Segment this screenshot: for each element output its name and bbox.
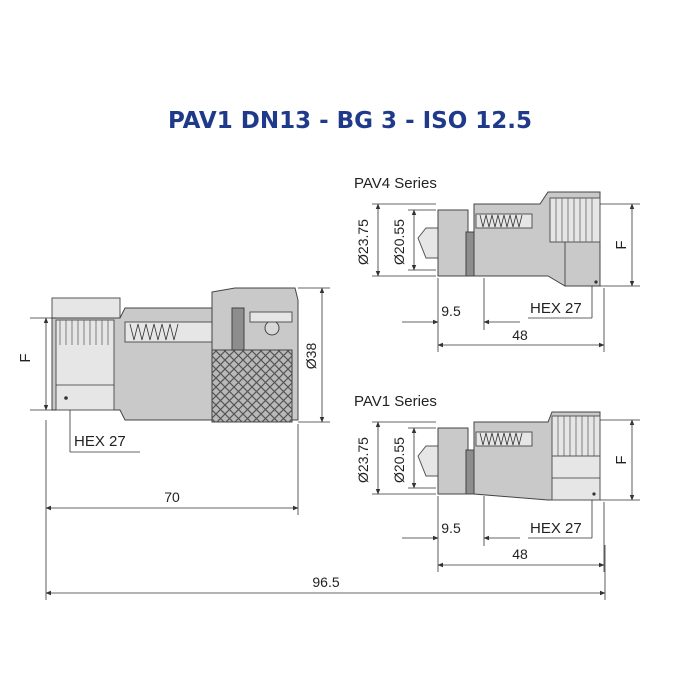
- pav1-nose: [417, 445, 439, 477]
- pav4-thread-end: [549, 197, 601, 243]
- pav4-series-label: PAV4 Series: [354, 175, 437, 192]
- main-length-dimension: 70: [45, 420, 299, 515]
- pav1-f-label: F: [613, 455, 630, 464]
- main-hex-section: [55, 319, 115, 411]
- main-diameter-label: Ø38: [303, 343, 319, 370]
- pav4-thread-lines: [555, 198, 593, 242]
- pav4-groove: [465, 231, 475, 277]
- pav4-hex-callout: HEX 27: [528, 286, 593, 319]
- pav4-hex-label: HEX 27: [530, 300, 582, 317]
- diagram-title: PAV1 DN13 - BG 3 - ISO 12.5: [167, 108, 533, 134]
- pav4-nose-length-label: 9.5: [441, 303, 461, 319]
- pav4-front-body: [437, 209, 469, 277]
- pav1-series-label: PAV1 Series: [354, 393, 437, 410]
- pav4-length-dimension: 48: [437, 288, 605, 352]
- overall-length-dimension: 96.5: [45, 515, 606, 600]
- pav1-length-dimension: 48: [437, 502, 605, 572]
- main-f-label: F: [17, 353, 34, 362]
- main-knurled-sleeve: [211, 349, 293, 423]
- pav1-dia-inner-label: Ø20.55: [391, 437, 407, 483]
- pav1-hex-label: HEX 27: [530, 520, 582, 537]
- pav4-spring: [479, 214, 523, 228]
- pav4-f-dimension: F: [600, 203, 640, 287]
- pav1-spring: [479, 432, 523, 446]
- main-hex-label: HEX 27: [74, 433, 126, 450]
- pav4-dia-outer-label: Ø23.75: [355, 219, 371, 265]
- main-f-dimension: F: [17, 317, 56, 411]
- main-valve-seat: [249, 311, 293, 323]
- main-coupler-drawing: [51, 287, 299, 423]
- pav1-length-label: 48: [512, 546, 528, 562]
- pav4-nose-length-dimension: 9.5: [402, 278, 520, 330]
- pav4-dia-inner-label: Ø20.55: [391, 219, 407, 265]
- pav4-f-label: F: [613, 240, 630, 249]
- pav1-nose-length-dimension: 9.5: [402, 496, 520, 546]
- pav1-groove: [465, 449, 475, 495]
- main-length-label: 70: [164, 489, 180, 505]
- main-locking-ring: [231, 307, 245, 351]
- pav1-thread-lines: [557, 416, 595, 456]
- pav4-length-label: 48: [512, 327, 528, 343]
- main-spring: [129, 323, 179, 341]
- pav1-nipple-drawing: [417, 411, 601, 501]
- pav1-dia-outer-label: Ø23.75: [355, 437, 371, 483]
- pav4-nipple-drawing: [417, 191, 601, 287]
- pav1-diameter-dimensions: Ø23.75 Ø20.55: [355, 421, 436, 495]
- pav1-f-dimension: F: [600, 419, 640, 501]
- main-diameter-dimension: Ø38: [298, 287, 330, 423]
- main-hex-callout: HEX 27: [69, 410, 140, 453]
- pav1-hex-callout: HEX 27: [528, 500, 593, 539]
- pav4-nose: [417, 227, 439, 259]
- pav4-diameter-dimensions: Ø23.75 Ø20.55: [355, 203, 436, 277]
- main-locking-ball: [264, 320, 280, 336]
- pav1-nose-length-label: 9.5: [441, 520, 461, 536]
- overall-length-label: 96.5: [312, 574, 339, 590]
- pav1-front-body: [437, 427, 469, 495]
- main-thread-lines: [59, 320, 109, 345]
